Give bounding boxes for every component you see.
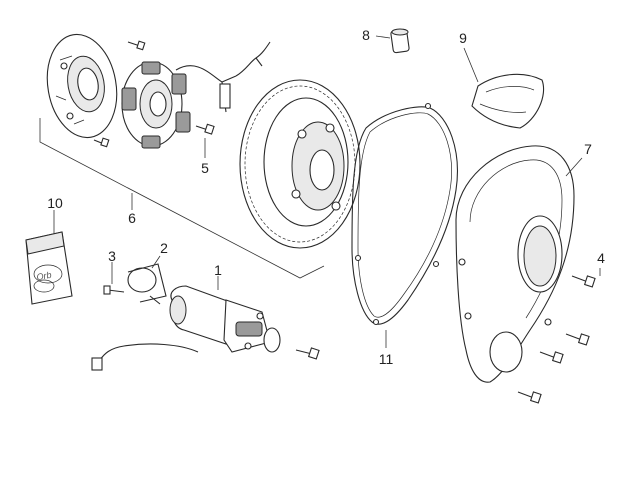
stator-back-plate	[46, 33, 118, 139]
cover-gasket	[351, 102, 458, 348]
screw-5	[195, 123, 215, 158]
screw-left	[93, 137, 110, 148]
callout-10: 10	[47, 195, 63, 211]
callout-11: 11	[378, 351, 394, 367]
package-logo: Orb	[35, 269, 53, 283]
spacer-8	[375, 28, 410, 54]
callout-3: 3	[108, 248, 116, 264]
stator-coil-assembly	[121, 41, 271, 149]
starter-clamp-2	[127, 255, 167, 305]
callout-6: 6	[128, 210, 136, 226]
callout-5: 5	[201, 160, 209, 176]
callout-8: 8	[362, 27, 370, 43]
callout-2: 2	[160, 240, 168, 256]
grease-pack-9	[463, 47, 544, 129]
callout-9: 9	[459, 30, 467, 46]
callout-1: 1	[214, 262, 222, 278]
clamp-screw-3	[103, 262, 125, 295]
callout-4: 4	[597, 250, 605, 266]
motor-screw	[295, 347, 320, 360]
assembly-bracket-6	[39, 118, 325, 279]
side-cover	[455, 145, 583, 383]
starter-motor-1	[91, 276, 281, 371]
screw-top	[127, 40, 146, 51]
flywheel-ring-gear	[239, 79, 361, 249]
cover-screws-4	[517, 268, 601, 404]
gasket-kit-10	[25, 210, 73, 305]
callout-7: 7	[584, 141, 592, 157]
